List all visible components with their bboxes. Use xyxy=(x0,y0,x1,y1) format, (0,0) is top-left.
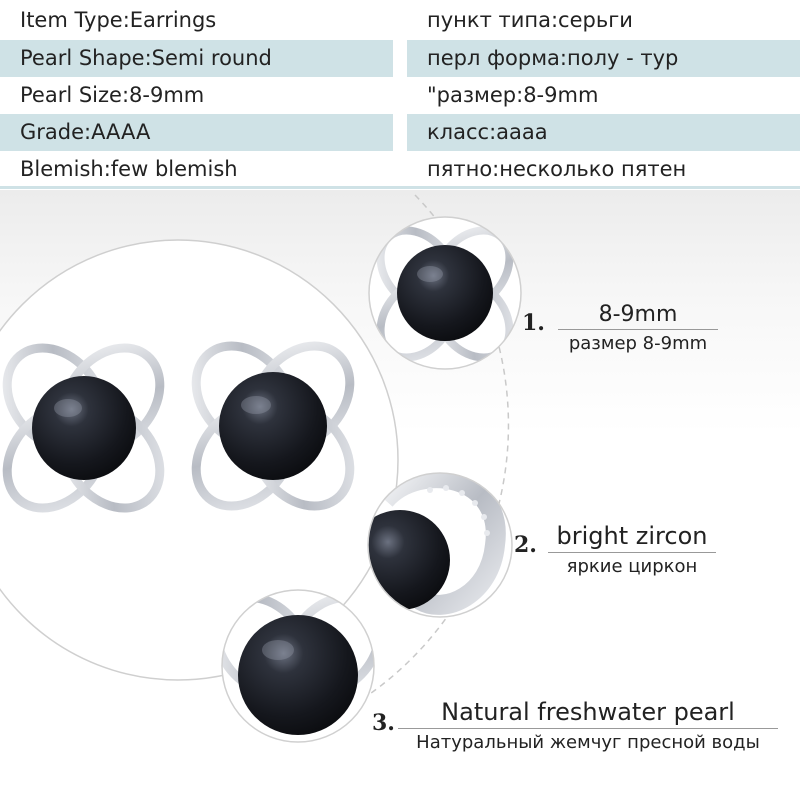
feature-subtitle: яркие циркон xyxy=(566,556,698,577)
spec-row: Grade:AAAA класс:аааа xyxy=(0,114,800,151)
product-photo-area: 1. 8-9mm размер 8-9mm 2. bright zircon я… xyxy=(0,190,800,800)
spec-row: Pearl Shape:Semi round перл форма:полу -… xyxy=(0,40,800,77)
feature-label-size: 8-9mm размер 8-9mm xyxy=(558,302,718,354)
feature-subtitle: размер 8-9mm xyxy=(568,333,708,354)
feature-title: Natural freshwater pearl xyxy=(398,698,778,729)
feature-title: 8-9mm xyxy=(558,302,718,330)
spec-en: Pearl Size:8-9mm xyxy=(20,83,205,107)
spec-en: Grade:AAAA xyxy=(0,114,393,151)
spec-en: Pearl Shape:Semi round xyxy=(0,40,393,77)
spec-ru: перл форма:полу - тур xyxy=(407,40,800,77)
spec-ru: класс:аааа xyxy=(407,114,800,151)
table-divider xyxy=(0,186,800,189)
product-illustration xyxy=(0,194,522,743)
feature-number: 3. xyxy=(372,710,395,736)
spec-en: Blemish:few blemish xyxy=(20,157,238,181)
spec-table: Item Type:Earrings пункт типа:серьги Pea… xyxy=(0,0,800,189)
feature-number: 2. xyxy=(514,532,537,558)
detail-zoom-size xyxy=(368,216,522,370)
spec-ru: пятно:несколько пятен xyxy=(427,157,687,181)
feature-label-pearl: Natural freshwater pearl Натуральный жем… xyxy=(398,698,778,753)
detail-zoom-pearl xyxy=(221,589,375,743)
spec-en: Item Type:Earrings xyxy=(20,8,217,32)
feature-title: bright zircon xyxy=(548,522,716,553)
spec-ru: пункт типа:серьги xyxy=(427,8,633,32)
earring-left xyxy=(2,343,165,513)
feature-subtitle: Натуральный жемчуг пресной воды xyxy=(416,732,760,753)
earring-right xyxy=(191,341,355,511)
feature-number: 1. xyxy=(522,310,545,336)
spec-row: Blemish:few blemish пятно:несколько пяте… xyxy=(0,151,800,188)
spec-row: Pearl Size:8-9mm "размер:8-9mm xyxy=(0,77,800,114)
feature-label-zircon: bright zircon яркие циркон xyxy=(548,522,716,577)
spec-row: Item Type:Earrings пункт типа:серьги xyxy=(0,2,800,39)
spec-ru: "размер:8-9mm xyxy=(427,83,599,107)
